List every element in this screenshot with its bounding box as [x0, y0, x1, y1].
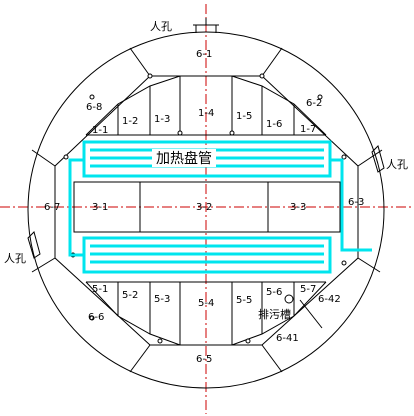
plate-label: 5-3 [154, 294, 170, 305]
lower-plate-edge [85, 281, 327, 346]
bolt-hole [245, 338, 251, 344]
ring-divider [31, 149, 56, 167]
section-label: 6-2 [306, 98, 322, 109]
section-label: 6-1 [196, 49, 212, 60]
section-label: 6-41 [276, 333, 299, 344]
plate-label: 3-3 [290, 202, 306, 213]
bolt-hole [341, 260, 347, 266]
ring-divider [31, 257, 56, 273]
drain-label: 排污槽 [258, 307, 291, 321]
plate-label: 5-7 [300, 284, 316, 295]
plate-label: 5-5 [236, 295, 252, 306]
plate-label: 5-1 [92, 284, 108, 295]
ring-divider [261, 344, 283, 373]
tank-shell [27, 31, 385, 389]
plate-label: 1-7 [300, 124, 316, 135]
plate-label: 5-4 [198, 298, 214, 309]
ring-divider [129, 47, 151, 77]
ring-divider [129, 344, 151, 373]
ring-dividers [31, 47, 383, 373]
plate-label: 5-6 [266, 287, 282, 298]
coil-connector-left [68, 158, 84, 257]
section-label: 6-5 [196, 354, 212, 365]
upper-plate-edge [85, 75, 327, 136]
bolt-hole [89, 315, 95, 321]
manhole-top-icon [193, 18, 219, 33]
manhole-left-icon [27, 231, 41, 259]
drain-icon [284, 294, 294, 304]
plate-label: 1-2 [122, 116, 138, 127]
manhole-top-label: 人孔 [150, 20, 172, 33]
bolt-hole [89, 94, 95, 100]
section-label: 6-42 [318, 294, 341, 305]
manhole-right-label: 人孔 [386, 158, 408, 171]
section-label: 6-8 [86, 102, 102, 113]
plate-label: 3-2 [196, 202, 212, 213]
plate-label: 1-6 [266, 119, 282, 130]
bolt-hole [341, 154, 347, 160]
bolt-hole [63, 154, 69, 160]
bolt-hole [259, 73, 265, 79]
bolt-hole [229, 130, 235, 136]
heating-coil-label: 加热盘管 [156, 150, 212, 167]
plate-label: 1-1 [92, 125, 108, 136]
plate-label: 1-3 [154, 114, 170, 125]
ring-divider [357, 149, 383, 167]
bolt-hole [177, 130, 183, 136]
ring-divider [357, 257, 381, 273]
section-label: 6-6 [88, 312, 104, 323]
manhole-symbols [27, 18, 385, 304]
coil-label-bg [152, 149, 216, 167]
bolt-hole [317, 94, 323, 100]
section-label: 6-3 [348, 197, 364, 208]
middle-band [73, 181, 341, 233]
ring-divider [261, 47, 283, 77]
bolt-hole [147, 73, 153, 79]
bolt-hole [157, 338, 163, 344]
plate-label: 1-4 [198, 108, 214, 119]
plate-label: 1-5 [236, 111, 252, 122]
section-label: 6-7 [44, 202, 60, 213]
plate-label: 3-1 [92, 202, 108, 213]
ring-divider [299, 299, 323, 329]
manhole-right-icon [371, 145, 385, 173]
coil-outlet-right [330, 158, 372, 252]
plate-label: 5-2 [122, 290, 138, 301]
plate-grid [73, 75, 341, 346]
manhole-left-label: 人孔 [4, 252, 26, 265]
